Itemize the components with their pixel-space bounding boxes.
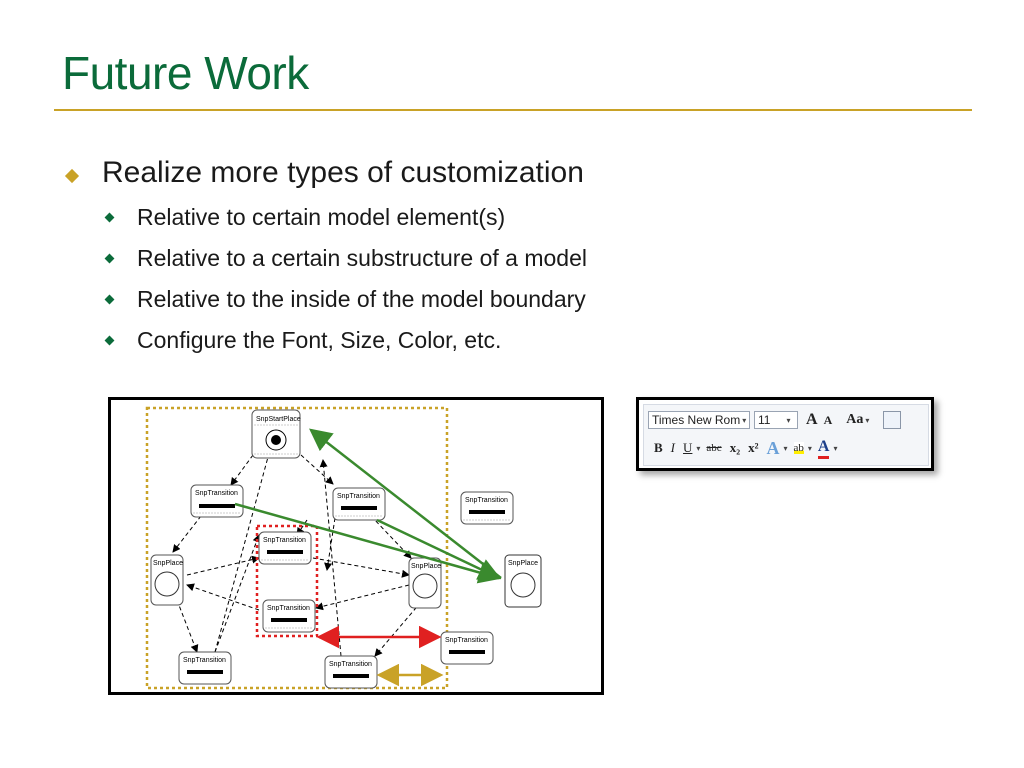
model-diagram-canvas: SnpStartPlace SnpTransition SnpTransitio… [145,406,542,690]
place-node-left: SnpPlace [150,554,184,606]
toolbar-row-1: Times New Rom ▾ 11 ▾ A A Aa ▾ [648,409,902,431]
transition-node-bottom-mid: SnpTransition [324,655,378,689]
substructure-boundary [255,524,319,638]
italic-button[interactable]: I [670,440,676,455]
transition-node-left-top: SnpTransition [190,484,244,518]
grow-font-button[interactable]: A [806,411,818,428]
text-effects-icon[interactable]: A [766,437,780,458]
svg-text:SnpTransition: SnpTransition [183,657,226,664]
svg-text:SnpTransition: SnpTransition [195,490,238,497]
chevron-down-icon: ▾ [786,415,791,425]
chevron-down-icon: ▾ [696,443,701,453]
place-node-outside: SnpPlace [504,554,542,608]
toolbar-row-2: B I U ▾ abc x₂ x² A ▾ ab ▾ A ▾ [648,437,838,459]
transition-node-outside-right: SnpTransition [460,491,514,525]
model-boundary [145,406,449,690]
svg-text:SnpPlace: SnpPlace [153,560,183,567]
transition-node-mid-top: SnpTransition [332,487,386,521]
svg-text:SnpTransition: SnpTransition [267,605,310,612]
svg-text:SnpTransition: SnpTransition [337,493,380,500]
svg-text:SnpPlace: SnpPlace [411,563,441,570]
font-color-icon[interactable]: A [817,438,830,459]
shrink-font-button[interactable]: A [823,412,833,427]
chevron-down-icon: ▾ [865,415,870,425]
chevron-down-icon: ▾ [807,443,812,453]
slide-title: Future Work [62,47,309,99]
sub-bullet: Relative to a certain substructure of a … [137,245,588,271]
strikethrough-button[interactable]: abc [706,442,722,454]
font-name-value: Times New Rom [652,413,741,427]
bullet-main: Realize more types of customization [102,156,584,189]
sub-bullet-diamond-icon [104,253,115,264]
bullet-diamond-icon [64,168,80,184]
underline-button[interactable]: U [683,440,693,455]
chevron-down-icon: ▾ [833,443,838,453]
font-toolbar: Times New Rom ▾ 11 ▾ A A Aa ▾ B I U ▾ ab… [636,397,934,471]
svg-text:SnpTransition: SnpTransition [465,497,508,504]
clear-formatting-icon[interactable] [883,411,902,429]
bold-button[interactable]: B [654,440,663,455]
transition-node-red-bottom: SnpTransition [262,599,316,633]
transition-node-bottom-right: SnpTransition [440,631,494,665]
font-size-value: 11 [758,413,771,427]
change-case-button[interactable]: Aa [846,412,864,427]
highlight-icon[interactable]: ab [793,442,804,454]
font-name-select[interactable]: Times New Rom ▾ [648,411,750,429]
sub-bullet: Relative to certain model element(s) [137,204,506,230]
svg-text:SnpTransition: SnpTransition [263,537,306,544]
superscript-button[interactable]: x² [748,440,759,455]
transition-node-bottom-left: SnpTransition [178,651,232,685]
font-size-select[interactable]: 11 ▾ [754,411,798,429]
place-node-right: SnpPlace [408,557,442,609]
svg-text:SnpTransition: SnpTransition [329,661,372,668]
start-place-node: SnpStartPlace [251,409,301,459]
sub-bullet-diamond-icon [104,335,115,346]
relative-element-arrows [234,428,502,584]
sub-bullet: Relative to the inside of the model boun… [137,286,586,312]
subscript-button[interactable]: x₂ [729,440,741,455]
sub-bullet: Configure the Font, Size, Color, etc. [137,327,502,353]
svg-text:SnpTransition: SnpTransition [445,637,488,644]
svg-text:SnpPlace: SnpPlace [508,560,538,567]
chevron-down-icon: ▾ [742,415,747,425]
chevron-down-icon: ▾ [783,443,788,453]
svg-text:SnpStartPlace: SnpStartPlace [256,416,301,423]
font-toolbar-panel: Times New Rom ▾ 11 ▾ A A Aa ▾ B I U ▾ ab… [643,404,929,466]
sub-bullet-diamond-icon [104,212,115,223]
sub-bullet-diamond-icon [104,294,115,305]
transition-node-red-top: SnpTransition [258,531,312,565]
model-diagram: SnpStartPlace SnpTransition SnpTransitio… [108,397,604,695]
title-rule [54,109,972,111]
